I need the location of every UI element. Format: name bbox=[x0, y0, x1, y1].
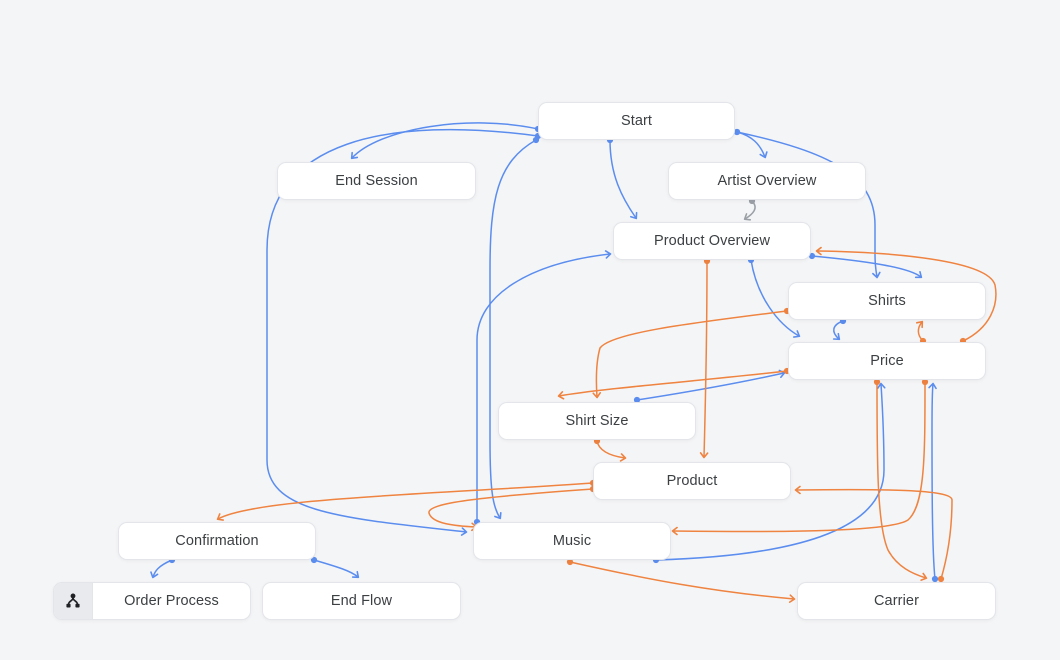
edge-shirts-to-price[interactable] bbox=[832, 317, 847, 341]
node-label: Product bbox=[666, 473, 718, 489]
edge-source-dot bbox=[808, 252, 816, 260]
edge-source-dot bbox=[310, 556, 318, 564]
edge-product-overview-to-shirts[interactable] bbox=[808, 252, 923, 279]
node-label: Order Process bbox=[124, 593, 219, 609]
edge-source-dot bbox=[931, 575, 939, 583]
node-label: Shirts bbox=[868, 293, 906, 309]
node-artist-overview[interactable]: Artist Overview bbox=[668, 162, 866, 200]
node-order-process[interactable]: Order Process bbox=[53, 582, 251, 620]
edge-source-dot bbox=[937, 575, 945, 583]
edge-artist-overview-to-product-overview[interactable] bbox=[743, 197, 756, 221]
node-product-overview[interactable]: Product Overview bbox=[613, 222, 811, 260]
node-label: Price bbox=[870, 353, 904, 369]
node-label: Shirt Size bbox=[565, 413, 629, 429]
node-label: Artist Overview bbox=[717, 173, 817, 189]
node-label: Carrier bbox=[873, 593, 919, 609]
node-shirts[interactable]: Shirts bbox=[788, 282, 986, 320]
edge-carrier-to-product-right[interactable] bbox=[794, 485, 953, 583]
edge-source-dot bbox=[532, 136, 540, 144]
node-shirt-size[interactable]: Shirt Size bbox=[498, 402, 696, 440]
edge-start-to-music-top[interactable] bbox=[489, 136, 540, 520]
edge-source-dot bbox=[633, 396, 641, 404]
edge-source-dot bbox=[873, 378, 881, 386]
edge-product-overview-to-product[interactable] bbox=[699, 257, 711, 459]
edge-music-to-carrier-left[interactable] bbox=[566, 558, 796, 603]
node-label: Product Overview bbox=[653, 233, 771, 249]
node-price[interactable]: Price bbox=[788, 342, 986, 380]
edge-shirt-size-to-price-left[interactable] bbox=[633, 369, 786, 404]
edge-price-to-shirts-bottom[interactable] bbox=[915, 320, 927, 345]
node-end-session[interactable]: End Session bbox=[277, 162, 476, 200]
node-label: End Flow bbox=[330, 593, 393, 609]
edge-source-dot bbox=[921, 378, 929, 386]
edge-music-to-product-overview-left[interactable] bbox=[473, 250, 612, 526]
edge-price-to-music-right[interactable] bbox=[671, 378, 929, 536]
edge-source-dot bbox=[733, 128, 741, 136]
edge-price-to-shirt-size2[interactable] bbox=[557, 367, 791, 400]
node-product[interactable]: Product bbox=[593, 462, 791, 500]
node-label: Confirmation bbox=[175, 533, 259, 549]
node-label: Start bbox=[620, 113, 653, 129]
node-label: Music bbox=[552, 533, 592, 549]
node-music[interactable]: Music bbox=[473, 522, 671, 560]
node-label: End Session bbox=[335, 173, 418, 189]
node-end-flow[interactable]: End Flow bbox=[262, 582, 461, 620]
subflow-icon bbox=[54, 583, 93, 619]
node-carrier[interactable]: Carrier bbox=[797, 582, 996, 620]
edge-confirmation-to-end-flow[interactable] bbox=[310, 556, 360, 579]
node-start[interactable]: Start bbox=[538, 102, 735, 140]
edge-start-to-shirts-left[interactable] bbox=[733, 128, 881, 279]
edge-source-dot bbox=[566, 558, 574, 566]
edge-shirts-to-shirt-size[interactable] bbox=[592, 307, 791, 399]
edge-carrier-to-price-bottom[interactable] bbox=[928, 382, 939, 583]
edge-price-to-carrier[interactable] bbox=[873, 378, 928, 581]
node-confirmation[interactable]: Confirmation bbox=[118, 522, 316, 560]
edge-start-to-end-session[interactable] bbox=[350, 122, 542, 160]
edge-shirt-size-to-product[interactable] bbox=[593, 437, 627, 462]
edge-start-to-product-overview[interactable] bbox=[606, 136, 638, 220]
